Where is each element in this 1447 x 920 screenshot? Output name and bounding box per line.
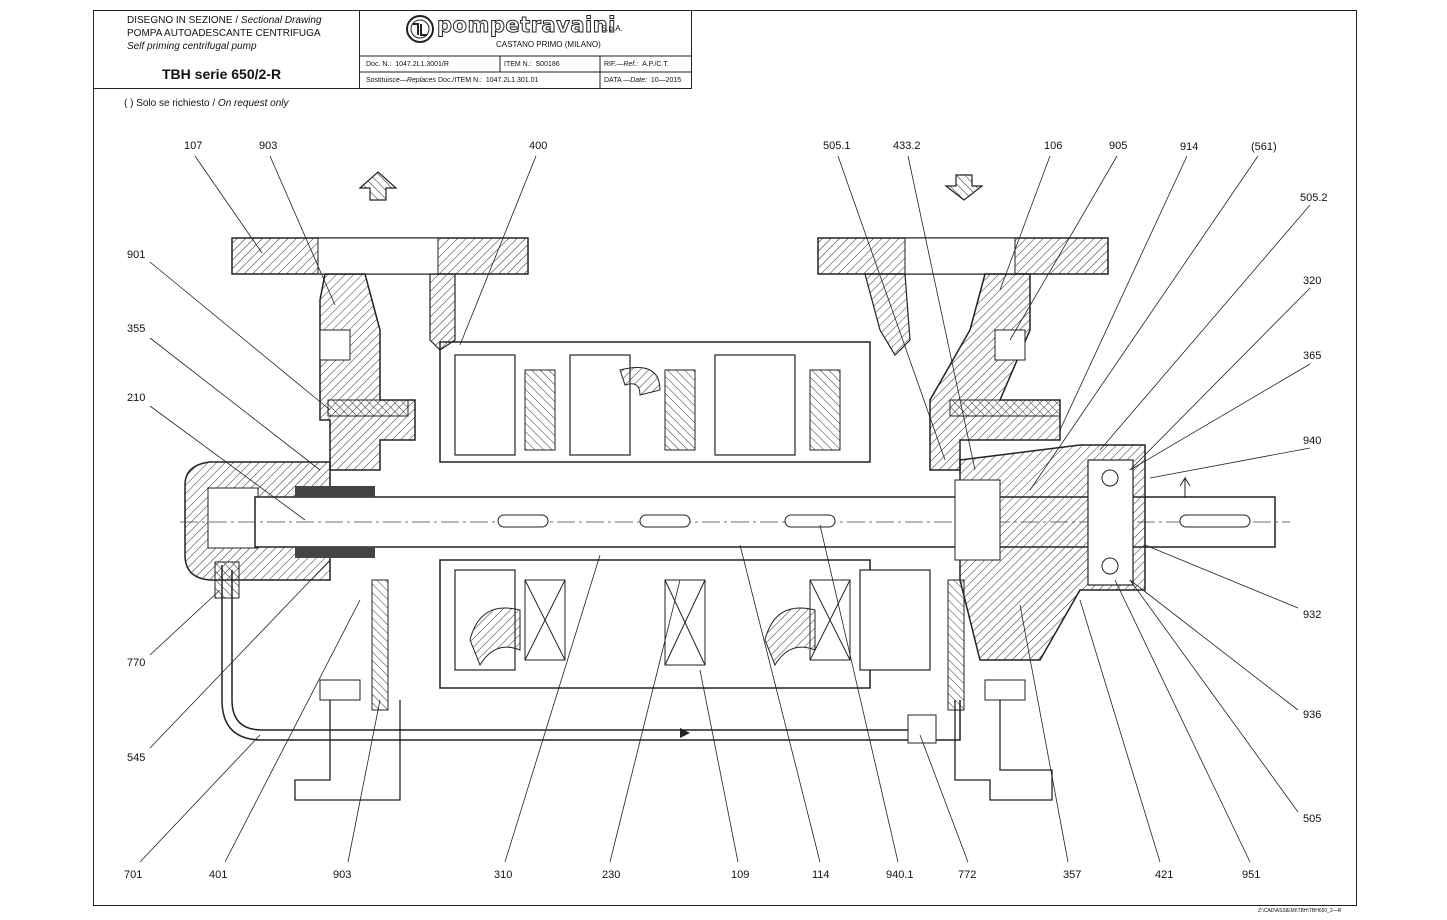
company-location: CASTANO PRIMO (MILANO)	[496, 40, 601, 49]
flow-arrow-down-icon	[944, 174, 984, 201]
replaces-label: Sostituisce—	[366, 77, 407, 84]
label-109: 109	[731, 869, 749, 881]
title-en: Sectional Drawing	[240, 15, 322, 26]
leader-lines	[139, 155, 1311, 863]
label-772: 772	[958, 869, 976, 881]
title-line-1: DISEGNO IN SEZIONE / Sectional Drawing	[127, 15, 322, 26]
doc-number: Doc. N.: 1047.2L1.3001/R	[366, 61, 449, 68]
date-label: DATA —	[604, 77, 631, 84]
replaces-mid: Doc./ITEM N.:	[438, 77, 482, 84]
part-number-labels: 107 903 400 505.1 433.2 106 905 914 (561…	[124, 140, 1328, 881]
feet-and-bypass-pipe	[214, 561, 1053, 801]
label-936: 936	[1303, 709, 1321, 721]
bolts-and-studs	[319, 329, 1061, 711]
drawing-frame	[93, 10, 1357, 906]
label-310: 310	[494, 869, 512, 881]
label-107: 107	[184, 140, 202, 152]
label-355: 355	[127, 323, 145, 335]
rif-value: A.P./C.T.	[642, 61, 669, 68]
item-number: ITEM N.: S00186	[504, 61, 560, 68]
label-905: 905	[1109, 140, 1127, 152]
label-770: 770	[127, 657, 145, 669]
discharge-flange-right	[817, 237, 1109, 275]
label-400: 400	[529, 140, 547, 152]
replaces-label-en: Replaces	[406, 77, 437, 84]
model-title: TBH serie 650/2-R	[162, 66, 282, 82]
company-logo-icon	[405, 14, 435, 49]
label-505-2: 505.2	[1300, 192, 1328, 204]
label-320: 320	[1303, 275, 1321, 287]
reference: RIF.—Ref.: A.P./C.T.	[604, 61, 669, 68]
rif-label: RIF.—	[604, 61, 624, 68]
doc-label: Doc. N.:	[366, 61, 392, 68]
item-label: ITEM N.:	[504, 61, 532, 68]
on-request-note: ( ) Solo se richiesto / On request only	[124, 98, 289, 109]
label-505-1: 505.1	[823, 140, 851, 152]
label-901: 901	[127, 249, 145, 261]
label-357: 357	[1063, 869, 1081, 881]
end-cover-left	[184, 461, 331, 581]
discharge-casing-right	[864, 273, 1061, 471]
title-it: DISEGNO IN SEZIONE	[127, 15, 233, 26]
label-230: 230	[602, 869, 620, 881]
label-421: 421	[1155, 869, 1173, 881]
label-903-bottom: 903	[333, 869, 351, 881]
label-545: 545	[127, 752, 145, 764]
label-701: 701	[124, 869, 142, 881]
date-label-en: Date:	[630, 77, 647, 84]
label-914: 914	[1180, 141, 1198, 153]
flow-arrow-up-icon	[358, 171, 398, 201]
note-en: On request only	[217, 98, 289, 109]
note-it: ( ) Solo se richiesto /	[124, 98, 218, 109]
date-value: 10—2015	[650, 77, 682, 84]
label-210: 210	[127, 392, 145, 404]
label-365: 365	[1303, 350, 1321, 362]
suction-flange-left	[231, 237, 529, 275]
company-name: pompetravaini	[437, 13, 616, 38]
label-106: 106	[1044, 140, 1062, 152]
label-114: 114	[812, 869, 830, 881]
label-561: (561)	[1251, 141, 1277, 153]
item-value: S00186	[535, 61, 560, 68]
title-block-description	[94, 11, 360, 89]
date: DATA —Date: 10—2015	[604, 77, 681, 84]
label-433-2: 433.2	[893, 140, 921, 152]
label-951: 951	[1242, 869, 1260, 881]
company-suffix: S.p.A.	[601, 24, 623, 33]
title-sep: /	[232, 15, 241, 26]
doc-value: 1047.2L1.3001/R	[395, 61, 449, 68]
file-path-footer: Z:\CAD\ASSIEMI\TBH\TBH650_2—R	[1258, 908, 1342, 914]
replaces: Sostituisce—Replaces Doc./ITEM N.: 1047.…	[366, 77, 538, 84]
label-903-top: 903	[259, 140, 277, 152]
rif-label-en: Ref.:	[623, 61, 639, 68]
stage-casings	[439, 341, 931, 689]
title-line-3: Self priming centrifugal pump	[127, 41, 257, 52]
label-940: 940	[1303, 435, 1321, 447]
suction-casing-left	[319, 273, 456, 471]
title-block-company	[360, 11, 692, 89]
bearing-housing-right	[954, 444, 1191, 661]
title-line-2: POMPA AUTOADESCANTE CENTRIFUGA	[127, 28, 321, 39]
label-505: 505	[1303, 813, 1321, 825]
label-401: 401	[209, 869, 227, 881]
label-932: 932	[1303, 609, 1321, 621]
replaces-value: 1047.2L1.301.01	[485, 77, 539, 84]
label-940-1: 940.1	[886, 869, 914, 881]
